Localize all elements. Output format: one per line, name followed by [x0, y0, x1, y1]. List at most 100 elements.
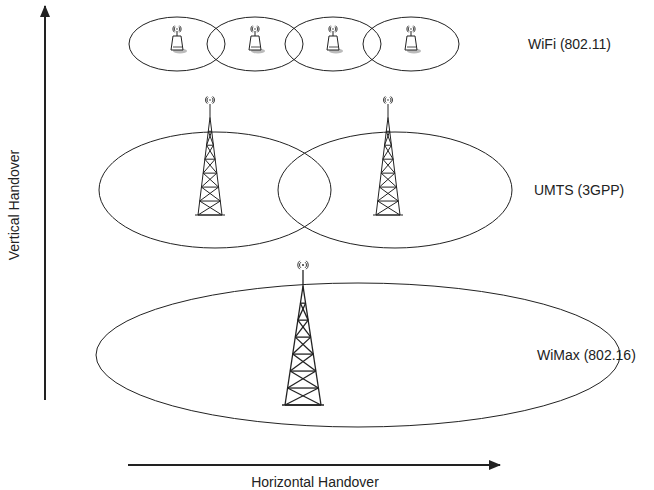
icon-stroke	[201, 187, 218, 188]
icon-stroke	[288, 371, 316, 388]
tower-symbol	[282, 270, 324, 405]
icon-stroke	[302, 264, 304, 266]
icon-stroke	[383, 145, 392, 159]
icon-stroke	[254, 28, 255, 29]
icon-stroke	[205, 159, 215, 160]
icon-stroke	[255, 31, 256, 36]
icon-stroke	[390, 98, 391, 103]
icon-stroke	[387, 99, 389, 101]
icon-stroke	[171, 36, 183, 50]
icon-stroke	[249, 36, 261, 50]
icon-stroke	[295, 336, 310, 337]
icon-stroke	[213, 96, 215, 103]
icon-stroke	[413, 26, 415, 33]
icon-stroke	[407, 26, 409, 33]
icon-stroke	[177, 31, 178, 36]
horizontal-arrow	[128, 464, 500, 466]
icon-stroke	[298, 319, 308, 320]
icon-stroke	[383, 159, 395, 173]
icon-stroke	[385, 145, 394, 159]
icon-stroke	[378, 201, 400, 215]
icon-stroke	[282, 404, 324, 405]
icon-stroke	[378, 187, 397, 201]
icon-stroke	[378, 201, 399, 202]
icon-stroke	[290, 371, 318, 388]
access-point-symbol	[171, 26, 187, 54]
icon-stroke	[411, 31, 412, 36]
icon-stroke	[257, 26, 259, 33]
icon-stroke	[210, 104, 211, 117]
icon-stroke	[176, 28, 177, 29]
icon-stroke	[298, 261, 300, 269]
icon-stroke	[200, 201, 221, 202]
axis-label: Horizontal Handover	[251, 474, 379, 490]
icon-stroke	[290, 370, 316, 371]
network-label: WiMax (802.16)	[537, 347, 636, 364]
icon-stroke	[173, 47, 182, 48]
icon-stroke	[335, 27, 336, 31]
axis-label: Vertical Handover	[6, 150, 23, 261]
icon-stroke	[195, 215, 225, 216]
icon-stroke	[383, 96, 385, 103]
network-label: UMTS (3GPP)	[534, 182, 624, 199]
icon-stroke	[332, 28, 333, 29]
icon-stroke	[379, 187, 398, 201]
icon-stroke	[295, 320, 308, 337]
wifi-cells	[129, 17, 459, 71]
icon-stroke	[198, 201, 220, 215]
icon-stroke	[388, 104, 389, 117]
icon-stroke	[290, 354, 313, 371]
icon-stroke	[201, 173, 216, 187]
icon-stroke	[293, 354, 316, 371]
icon-stroke	[251, 47, 260, 48]
icon-stroke	[179, 26, 181, 33]
icon-stroke	[333, 31, 334, 36]
icon-stroke	[379, 173, 394, 187]
access-point-symbol	[249, 26, 265, 54]
icon-stroke	[173, 26, 175, 33]
icon-stroke	[252, 27, 253, 31]
icon-stroke	[410, 28, 411, 29]
icon-stroke	[200, 201, 222, 215]
icon-stroke	[381, 173, 395, 174]
icon-stroke	[302, 270, 303, 286]
icon-stroke	[327, 36, 339, 50]
icon-stroke	[391, 96, 393, 103]
network-label: WiFi (802.11)	[528, 36, 611, 53]
icon-stroke	[201, 187, 220, 201]
icon-stroke	[203, 159, 215, 173]
icon-stroke	[383, 159, 393, 160]
icon-stroke	[306, 261, 308, 269]
icon-stroke	[285, 388, 318, 405]
icon-stroke	[408, 27, 409, 31]
icon-stroke	[335, 26, 337, 33]
icon-stroke	[288, 388, 321, 405]
vertical-arrow	[44, 6, 46, 400]
icon-stroke	[385, 131, 390, 145]
icon-stroke	[206, 96, 208, 103]
icon-stroke	[295, 337, 313, 354]
icon-stroke	[205, 145, 214, 159]
access-point-symbol	[327, 26, 343, 54]
tower-symbol	[195, 104, 225, 215]
icon-stroke	[373, 215, 403, 216]
icon-stroke	[257, 27, 258, 31]
icon-stroke	[207, 98, 208, 103]
icon-stroke	[251, 26, 253, 33]
icon-stroke	[407, 47, 416, 48]
icon-stroke	[205, 159, 217, 173]
icon-stroke	[329, 26, 331, 33]
icon-stroke	[305, 262, 306, 268]
icon-stroke	[288, 387, 319, 388]
icon-stroke	[298, 303, 306, 320]
icon-stroke	[203, 173, 218, 187]
icon-stroke	[207, 145, 216, 159]
icon-stroke	[405, 36, 417, 50]
icon-stroke	[379, 187, 396, 188]
icon-stroke	[174, 27, 175, 31]
icon-stroke	[200, 187, 219, 201]
icon-stroke	[381, 159, 393, 173]
icon-stroke	[212, 98, 213, 103]
icon-stroke	[293, 337, 311, 354]
icon-stroke	[330, 27, 331, 31]
